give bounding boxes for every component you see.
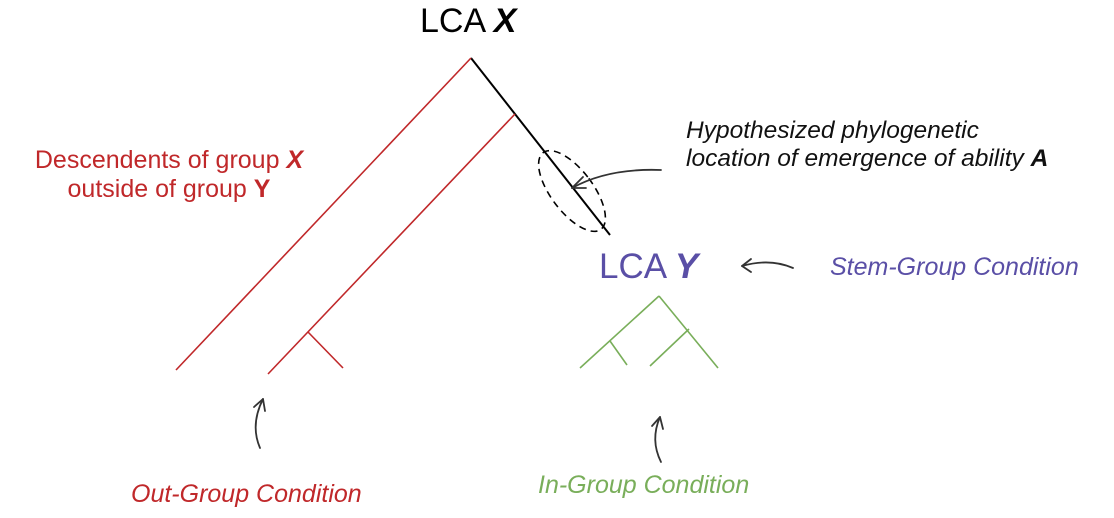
- lca-y-prefix: LCA: [599, 247, 675, 286]
- descendants-letter-y: Y: [253, 174, 271, 203]
- hypothesis-line1: Hypothesized phylogenetic: [686, 117, 979, 144]
- lca-y-letter: Y: [674, 247, 699, 286]
- hypothesis-letter-a: A: [1030, 145, 1049, 173]
- lca-x-letter: X: [493, 2, 517, 40]
- out-group-arrow-icon: [253, 398, 266, 449]
- descendants-letter-x: X: [286, 146, 304, 174]
- descendants-label: Descendents of group X outside of group …: [2, 146, 336, 204]
- in-group-label: In-Group Condition: [538, 471, 750, 499]
- stem-branch: [470, 57, 611, 236]
- lca-x-label: LCA X: [420, 2, 516, 41]
- in-group-tree: [579, 295, 719, 369]
- hypothesis-arrow-icon: [571, 168, 662, 189]
- hypothesis-label: Hypothesized phylogenetic location of em…: [686, 117, 1048, 173]
- stem-arrow-icon: [741, 258, 794, 273]
- descendants-line2: outside of group: [67, 174, 254, 203]
- out-group-label: Out-Group Condition: [131, 480, 362, 508]
- inner-red-branch: [267, 113, 516, 375]
- descendants-line1: Descendents of group: [34, 146, 287, 174]
- outer-red-branch: [175, 57, 472, 371]
- red-sub-branch: [307, 331, 344, 369]
- in-group-arrow-icon: [651, 416, 664, 463]
- emergence-ellipse: [537, 149, 607, 233]
- stem-group-label: Stem-Group Condition: [830, 253, 1079, 281]
- lca-y-label: LCA Y: [599, 247, 698, 287]
- lca-x-prefix: LCA: [420, 2, 494, 40]
- hypothesis-line2: location of emergence of ability: [686, 145, 1031, 173]
